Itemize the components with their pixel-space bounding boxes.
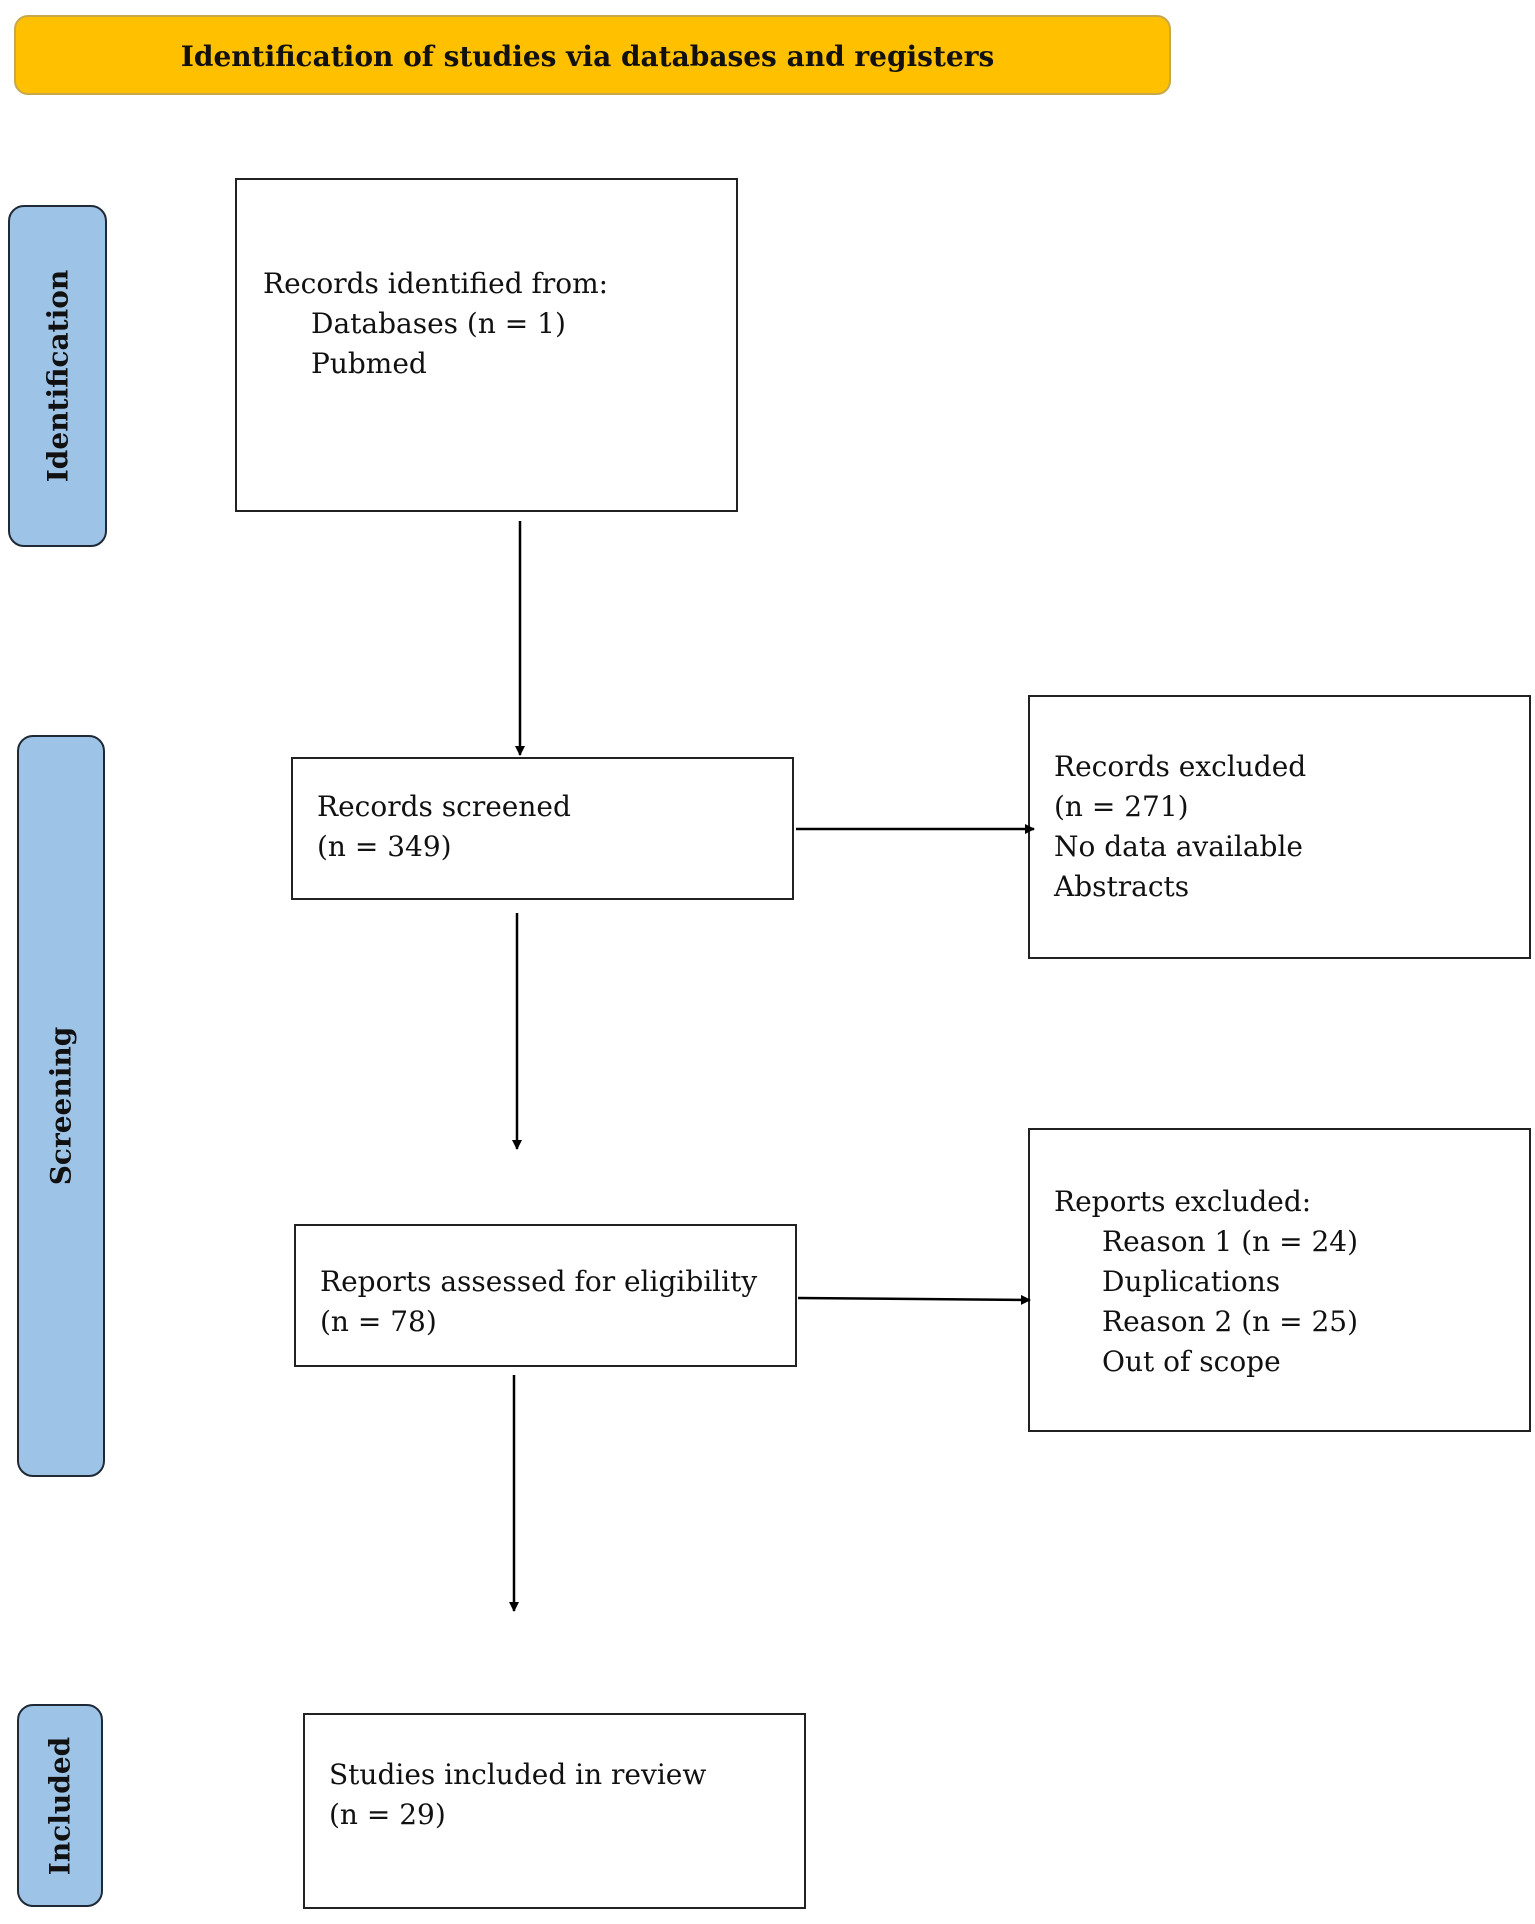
records-excluded-count: (n = 271) xyxy=(1054,790,1189,823)
phase-included-label: Included xyxy=(43,1736,77,1875)
studies-included-label: Studies included in review xyxy=(329,1758,707,1791)
records-identified-databases: Databases (n = 1) xyxy=(311,307,566,340)
studies-included-count: (n = 29) xyxy=(329,1798,446,1831)
reports-assessed-count: (n = 78) xyxy=(320,1305,437,1338)
phase-identification-label: Identification xyxy=(41,269,74,483)
records-identified-box: Records identified from: Databases (n = … xyxy=(235,178,738,512)
phase-included: Included xyxy=(17,1704,103,1907)
phase-screening-label: Screening xyxy=(44,1026,78,1186)
reports-excluded-heading: Reports excluded: xyxy=(1054,1185,1312,1218)
records-excluded-box: Records excluded (n = 271) No data avail… xyxy=(1028,695,1531,959)
records-screened-count: (n = 349) xyxy=(317,830,452,863)
reports-assessed-label: Reports assessed for eligibility xyxy=(320,1265,758,1298)
reports-excluded-reason-1-desc: Duplications xyxy=(1102,1265,1281,1298)
records-excluded-reason-2: Abstracts xyxy=(1054,870,1190,903)
records-identified-source: Pubmed xyxy=(311,347,427,380)
reports-excluded-reason-2-desc: Out of scope xyxy=(1102,1345,1281,1378)
reports-excluded-reason-2: Reason 2 (n = 25) xyxy=(1102,1305,1358,1338)
phase-screening: Screening xyxy=(17,735,105,1477)
header-banner: Identification of studies via databases … xyxy=(14,15,1171,95)
records-excluded-label: Records excluded xyxy=(1054,750,1307,783)
records-identified-heading: Records identified from: xyxy=(263,267,609,300)
records-screened-box: Records screened (n = 349) xyxy=(291,757,794,900)
reports-assessed-box: Reports assessed for eligibility (n = 78… xyxy=(294,1224,797,1367)
reports-excluded-reason-1: Reason 1 (n = 24) xyxy=(1102,1225,1358,1258)
header-title: Identification of studies via databases … xyxy=(180,40,995,73)
records-screened-label: Records screened xyxy=(317,790,571,823)
studies-included-box: Studies included in review (n = 29) xyxy=(303,1713,806,1909)
arrow-assessed-to-excluded xyxy=(797,1294,1031,1305)
phase-identification: Identification xyxy=(8,205,107,547)
records-excluded-reason-1: No data available xyxy=(1054,830,1303,863)
reports-excluded-box: Reports excluded: Reason 1 (n = 24) Dupl… xyxy=(1028,1128,1531,1432)
